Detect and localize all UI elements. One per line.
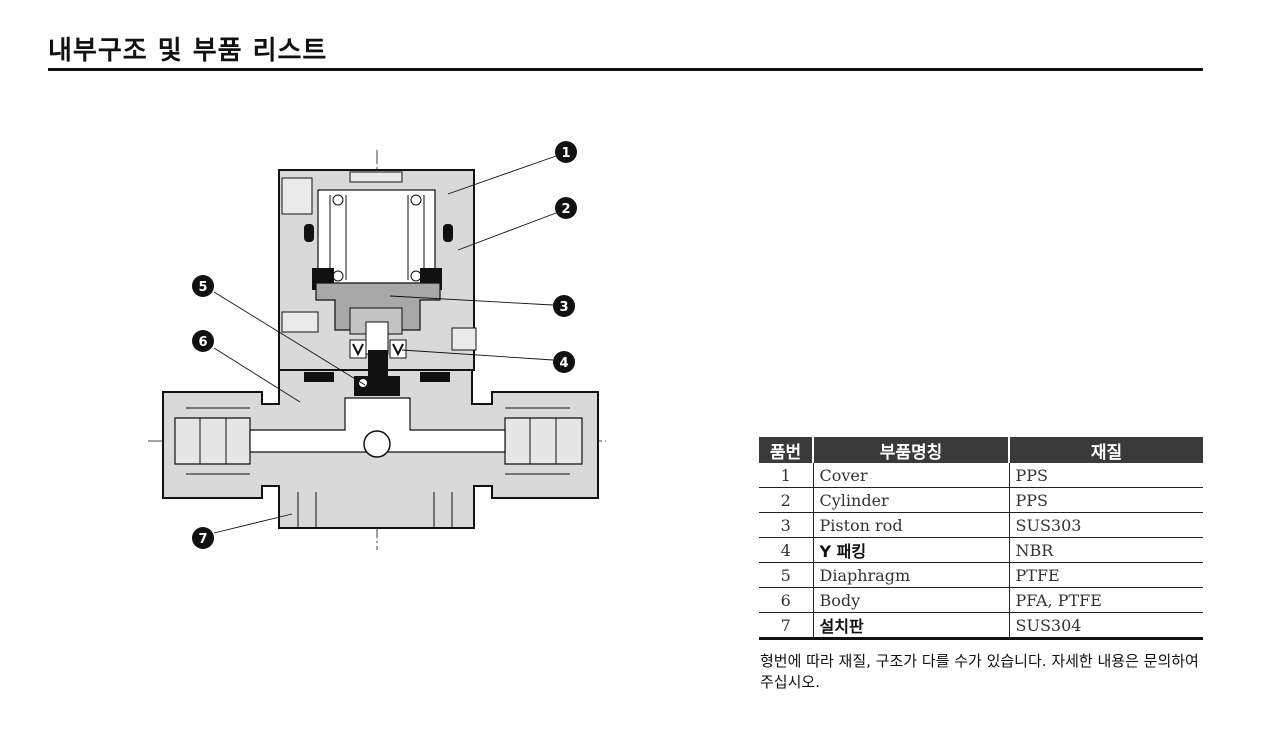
part-no-cell: 2	[759, 487, 814, 513]
svg-text:6: 6	[198, 335, 207, 350]
callout-6: 6	[192, 330, 214, 352]
part-no-cell: 5	[759, 562, 814, 588]
table-row: 7 설치판 SUS304	[759, 612, 1203, 640]
piston-rod-part	[315, 282, 441, 355]
body-part	[162, 369, 599, 529]
parts-list-table: 품번 부품명칭 재질 1 Cover PPS 2 Cylinder PPS 3 …	[759, 437, 1203, 640]
part-name-cell: Cover	[813, 463, 1010, 488]
callout-2: 2	[555, 197, 577, 219]
callout-4: 4	[553, 351, 575, 373]
table-header-row: 품번 부품명칭 재질	[759, 437, 1203, 463]
y-packing-part	[349, 339, 407, 359]
table-row: 1 Cover PPS	[759, 463, 1203, 488]
material-cell: PPS	[1009, 463, 1203, 488]
part-name-cell: Y 패킹	[813, 537, 1010, 563]
table-row: 5 Diaphragm PTFE	[759, 562, 1203, 588]
table-row: 3 Piston rod SUS303	[759, 512, 1203, 538]
material-cell: SUS304	[1009, 612, 1203, 640]
page-title: 내부구조 및 부품 리스트	[48, 36, 328, 66]
material-cell: PPS	[1009, 487, 1203, 513]
table-row: 2 Cylinder PPS	[759, 487, 1203, 513]
valve-cross-section-diagram: 1 2 3 4 5 6 7	[148, 141, 606, 550]
callout-7: 7	[192, 527, 214, 549]
part-name-cell: Cylinder	[813, 487, 1010, 513]
material-cell: NBR	[1009, 537, 1203, 563]
part-name-cell: Body	[813, 587, 1010, 613]
svg-text:5: 5	[198, 280, 207, 295]
part-no-cell: 6	[759, 587, 814, 613]
table-row: 6 Body PFA, PTFE	[759, 587, 1203, 613]
table-row: 4 Y 패킹 NBR	[759, 537, 1203, 563]
material-cell: SUS303	[1009, 512, 1203, 538]
part-no-cell: 7	[759, 612, 814, 640]
header-material: 재질	[1009, 437, 1203, 463]
material-note: 형번에 따라 재질, 구조가 다를 수가 있습니다. 자세한 내용은 문의하여 …	[760, 652, 1199, 691]
part-no-cell: 3	[759, 512, 814, 538]
diaphragm-part	[304, 350, 450, 396]
part-no-cell: 1	[759, 463, 814, 488]
header-part-no: 품번	[759, 437, 814, 463]
callout-5: 5	[192, 275, 214, 297]
callout-3: 3	[553, 295, 575, 317]
svg-text:3: 3	[559, 300, 568, 315]
part-no-cell: 4	[759, 537, 814, 563]
svg-text:4: 4	[559, 356, 568, 371]
header-part-name: 부품명칭	[813, 437, 1010, 463]
svg-text:2: 2	[561, 202, 570, 217]
part-name-cell: Piston rod	[813, 512, 1010, 538]
part-name-cell: 설치판	[813, 612, 1010, 640]
svg-text:1: 1	[561, 146, 570, 161]
part-name-cell: Diaphragm	[813, 562, 1010, 588]
callout-1: 1	[555, 141, 577, 163]
material-cell: PTFE	[1009, 562, 1203, 588]
material-cell: PFA, PTFE	[1009, 587, 1203, 613]
title-divider	[48, 68, 1203, 71]
svg-text:7: 7	[198, 532, 207, 547]
